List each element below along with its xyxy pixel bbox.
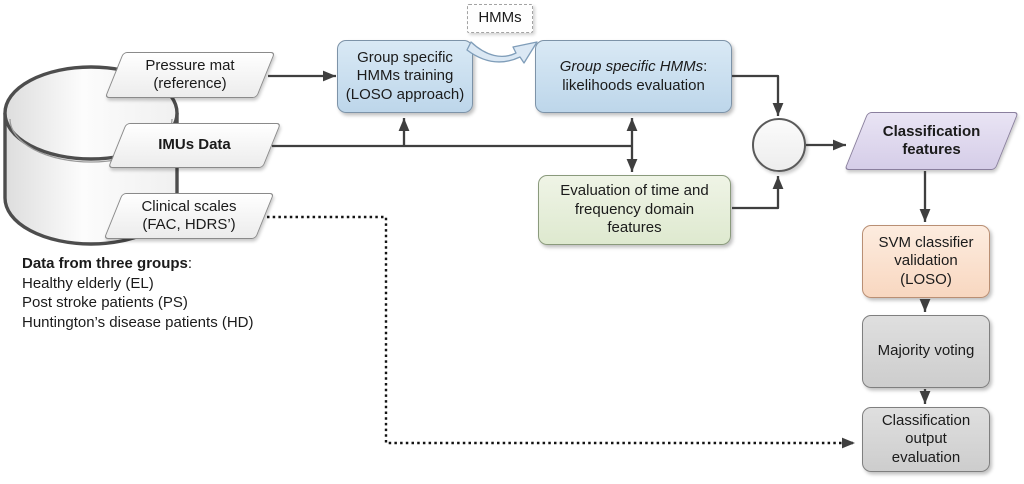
groups-annotation-item: Huntington’s disease patients (HD) [22, 313, 254, 331]
hmms-tag-label: HMMs [478, 9, 522, 27]
feature-evaluation-line1: Evaluation of time and [560, 182, 709, 200]
likelihoods-evaluation-node: Group specific HMMs: likelihoods evaluat… [535, 40, 732, 113]
likelihoods-title: Group specific HMMs [559, 58, 704, 75]
svm-validation-line1: SVM classifier [878, 233, 974, 251]
majority-voting-node: Majority voting [862, 315, 990, 388]
feature-evaluation-line2: frequency domain [574, 200, 695, 218]
classification-output-line2: output [905, 430, 947, 448]
classification-output-line1: Classification [881, 411, 971, 429]
classification-features-node: Classification features [844, 112, 1019, 170]
groups-annotation: Data from three groups: Healthy elderly … [22, 254, 332, 332]
likelihoods-line2: likelihoods evaluation [562, 76, 705, 94]
likelihoods-line1: Group specific HMMs: [560, 58, 708, 77]
feature-evaluation-line3: features [607, 219, 662, 237]
feature-evaluation-node: Evaluation of time and frequency domain … [538, 175, 731, 245]
groups-annotation-item: Post stroke patients (PS) [22, 294, 188, 311]
groups-annotation-title: Data from three groups: [22, 254, 332, 274]
classification-output-node: Classification output evaluation [862, 407, 990, 472]
pressure-mat-node: Pressure mat (reference) [104, 52, 276, 98]
classification-output-line3: evaluation [891, 448, 961, 466]
merge-junction [752, 118, 806, 172]
hmms-training-node: Group specific HMMs training (LOSO appro… [337, 40, 473, 113]
pressure-mat-label-line1: Pressure mat [145, 56, 235, 74]
hmms-training-line1: Group specific [357, 48, 453, 66]
hmms-tag: HMMs [467, 4, 533, 33]
pressure-mat-label-line2: (reference) [153, 75, 227, 92]
hmms-training-line2: HMMs training [356, 67, 454, 85]
groups-annotation-title-text: Data from three groups [22, 255, 188, 272]
clinical-scales-node: Clinical scales (FAC, HDRS’) [103, 193, 275, 239]
imus-data-label: IMUs Data [158, 136, 231, 154]
svm-validation-node: SVM classifier validation (LOSO) [862, 225, 990, 298]
imus-data-node: IMUs Data [107, 123, 282, 168]
clinical-scales-label-line2: (FAC, HDRS’) [142, 216, 236, 233]
svm-validation-line2: validation [894, 252, 958, 270]
groups-annotation-colon: : [187, 255, 193, 272]
svm-validation-line3: (LOSO) [900, 270, 952, 288]
classification-features-line1: Classification [882, 122, 981, 140]
likelihoods-colon: : [703, 58, 708, 75]
groups-annotation-item: Healthy elderly (EL) [22, 274, 154, 292]
clinical-scales-label-line1: Clinical scales [141, 197, 237, 215]
majority-voting-label: Majority voting [877, 342, 975, 360]
classification-features-line2: features [902, 141, 961, 158]
hmms-training-line3: (LOSO approach) [345, 85, 465, 103]
